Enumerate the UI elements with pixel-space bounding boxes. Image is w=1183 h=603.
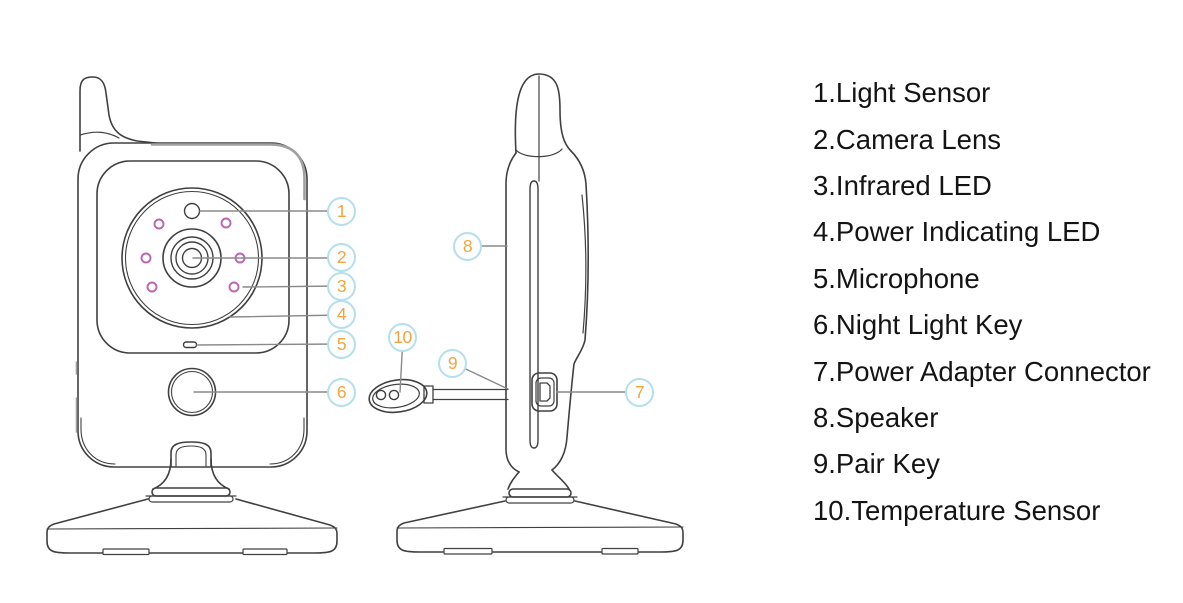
legend-item-speaker: 8.Speaker (813, 401, 939, 433)
callout-5-microphone: 5 (327, 330, 356, 359)
side-base-edge-line (396, 526, 684, 529)
legend-item-night-light-key: 6.Night Light Key (813, 309, 1023, 341)
temperature-sensor (368, 378, 509, 414)
front-base-feet (102, 548, 288, 556)
callout-1-light-sensor: 1 (327, 197, 356, 226)
legend-item-camera-lens: 2.Camera Lens (813, 123, 1002, 155)
callout-8-speaker: 8 (453, 232, 482, 261)
legend-item-microphone: 5.Microphone (813, 262, 980, 294)
front-base-edge-line (46, 527, 338, 530)
speaker-slot (529, 180, 539, 449)
front-antenna (79, 76, 166, 152)
callout-9-pair-key: 9 (438, 349, 467, 378)
leader-4 (229, 314, 343, 318)
side-body-left-edge (505, 152, 520, 473)
callout-6-night-light-key: 6 (327, 378, 356, 407)
leader-5 (196, 343, 343, 346)
front-edge-shading (75, 143, 306, 433)
side-collar (508, 488, 572, 498)
legend-item-infrared-led: 3.Infrared LED (813, 169, 992, 201)
callout-4-power-indicating-led: 4 (327, 300, 356, 329)
callout-10-temperature-sensor: 10 (388, 323, 417, 352)
legend-item-power-indicating-led: 4.Power Indicating LED (813, 216, 1101, 248)
power-connector-inner (535, 377, 555, 407)
side-neck-flare (507, 469, 570, 490)
side-base-feet (443, 547, 639, 555)
front-body (77, 142, 308, 468)
front-body-corner-detail (80, 417, 305, 465)
front-collar (151, 487, 231, 497)
front-antenna-joint (79, 131, 120, 139)
light-sensor (183, 202, 201, 220)
side-faceplate-bulge (581, 194, 587, 334)
front-neck-flare (152, 458, 230, 490)
infrared-led-ring (140, 217, 246, 293)
side-antenna (514, 73, 572, 154)
front-neck-arch-inner (175, 445, 207, 467)
side-body-right-edge (551, 150, 589, 471)
parts-legend: 1.Light Sensor 2.Camera Lens 3.Infrared … (813, 70, 1151, 534)
callout-2-camera-lens: 2 (327, 243, 356, 272)
side-base (396, 500, 684, 553)
front-base (46, 498, 338, 554)
side-collar-band (505, 496, 575, 504)
callout-3-infrared-led: 3 (327, 272, 356, 301)
front-collar-band (148, 495, 234, 503)
microphone-slot (182, 341, 198, 349)
legend-item-light-sensor: 1.Light Sensor (813, 77, 991, 109)
front-faceplate (96, 160, 290, 354)
legend-item-power-adapter-connector: 7.Power Adapter Connector (813, 355, 1151, 387)
legend-item-pair-key: 9.Pair Key (813, 448, 940, 480)
side-view-drawing (368, 73, 684, 555)
front-neck-arch (170, 441, 212, 467)
leader-3 (242, 285, 343, 288)
legend-item-temperature-sensor: 10.Temperature Sensor (813, 494, 1101, 526)
power-connector-port (539, 382, 551, 402)
leader-lines (192, 210, 641, 393)
callout-7-power-adapter-connector: 7 (625, 378, 654, 407)
